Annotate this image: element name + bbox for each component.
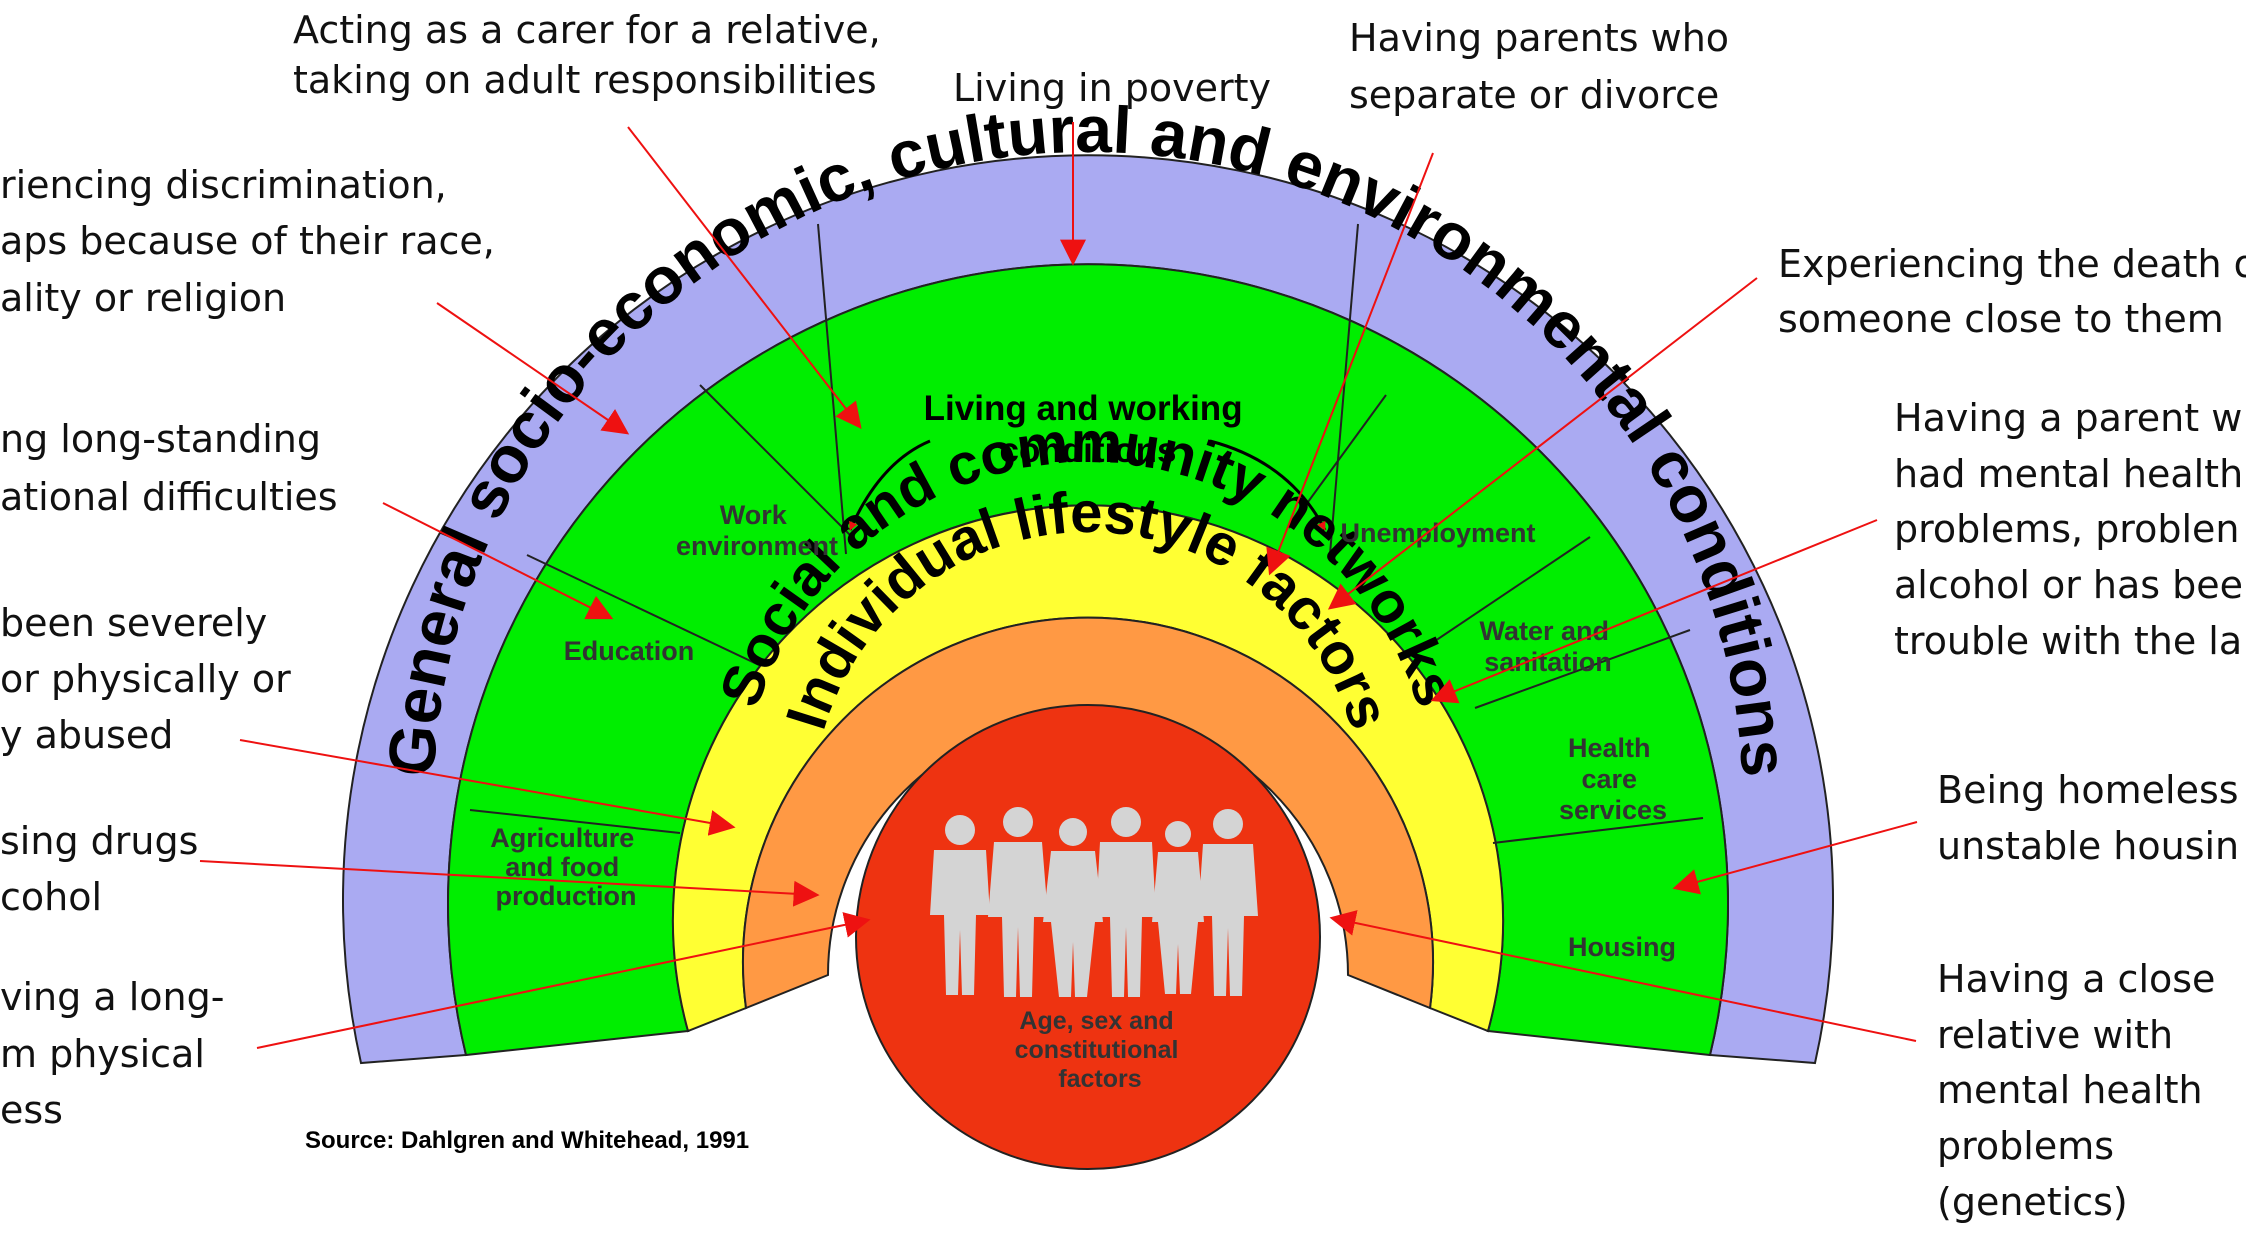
annotation-genetics: Having a close relative with mental heal… <box>1937 957 2228 1224</box>
annotation-parent-problems: Having a parent w had mental health prob… <box>1894 396 2246 663</box>
arrow-death <box>1327 277 1758 610</box>
segment-unemployment: Unemployment <box>1340 518 1535 548</box>
segment-health-care: Health care services <box>1559 733 1667 825</box>
arrow-discrimination <box>436 302 630 435</box>
arrow-parents-separate <box>1266 152 1434 576</box>
arrow-genetics <box>1329 910 1917 1042</box>
annotation-poverty: Living in poverty <box>953 66 1271 110</box>
arrow-physical-illness <box>256 912 871 1049</box>
arrow-carer <box>627 126 862 430</box>
annotation-drugs: sing drugs cohol <box>0 819 210 919</box>
arrow-abused <box>239 739 736 836</box>
arrow-parent-problems <box>1430 519 1878 704</box>
living-working-arrow-left <box>848 439 931 531</box>
living-working-arrow-right <box>1209 439 1327 531</box>
annotation-educational: ng long-standing ational difficulties <box>0 417 338 519</box>
annotation-carer: Acting as a carer for a relative, taking… <box>293 8 893 102</box>
annotation-discrimination: riencing discrimination, aps because of … <box>0 163 507 320</box>
segment-work-environment: Work environment <box>676 500 838 561</box>
segment-dividers <box>469 223 1704 844</box>
arrow-drugs <box>199 860 820 907</box>
people-silhouettes-icon <box>930 807 1258 997</box>
arrow-homeless <box>1672 821 1918 895</box>
annotation-death: Experiencing the death o someone close t… <box>1778 242 2246 341</box>
segment-agriculture: Agriculture and food production <box>490 823 642 911</box>
segment-housing: Housing <box>1568 932 1676 962</box>
arrow-educational <box>382 502 614 620</box>
living-working-label: Living and working conditions <box>924 389 1253 470</box>
segment-water-sanitation: Water and sanitation <box>1479 616 1616 677</box>
annotation-homeless: Being homeless unstable housin <box>1937 768 2246 868</box>
segment-education: Education <box>564 636 695 666</box>
core-label: Age, sex and constitutional factors <box>1015 1007 1186 1093</box>
source-label: Source: Dahlgren and Whitehead, 1991 <box>305 1127 749 1154</box>
annotation-parents-separate: Having parents who separate or divorce <box>1349 16 1741 117</box>
annotation-abused: been severely or physically or y abused <box>0 601 303 757</box>
annotation-physical-illness: ving a long- m physical ess <box>0 975 237 1132</box>
